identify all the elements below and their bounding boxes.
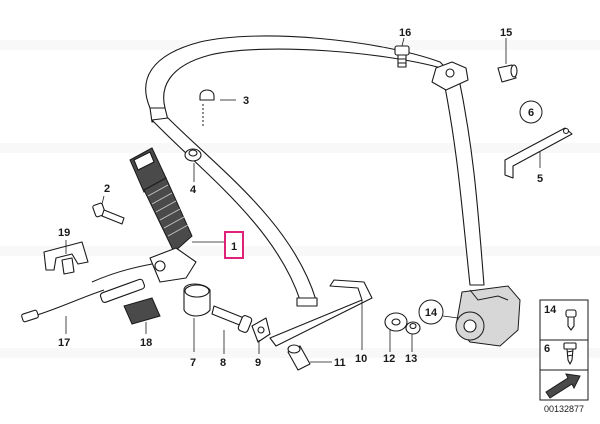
cover-18	[123, 297, 161, 325]
callout-2: 2	[104, 183, 110, 195]
callout-5: 5	[537, 173, 543, 185]
callout-16: 16	[399, 27, 411, 39]
screw-icon	[565, 309, 577, 331]
callout-10: 10	[355, 353, 367, 365]
bolt-2	[92, 202, 125, 225]
circled-callout-6: 6	[519, 100, 543, 124]
spacer-11	[287, 344, 311, 371]
callout-4: 4	[190, 184, 197, 196]
leader-lines	[65, 37, 541, 363]
sleeve-7	[183, 283, 211, 317]
buckle-assembly-1	[91, 147, 197, 303]
wire-harness-17	[21, 289, 105, 323]
callout-3: 3	[243, 95, 249, 107]
washer-12	[384, 312, 408, 332]
legend-label-6: 6	[544, 343, 550, 355]
callout-11: 11	[334, 357, 346, 369]
rail-10	[269, 279, 373, 347]
callout-6: 6	[528, 107, 534, 119]
bolt-16	[394, 45, 410, 68]
callout-13: 13	[405, 353, 417, 365]
cap-3	[199, 89, 215, 128]
retractor-14	[455, 285, 521, 347]
callout-15: 15	[500, 27, 512, 39]
callout-labels: 16 15 3 4 5 2 19 17 18 7 8 9 11 10 12 13	[58, 27, 543, 369]
legend-panel: 14 6	[539, 299, 589, 401]
spacer-15	[497, 64, 518, 83]
highlighted-callout-1: 1	[224, 231, 244, 259]
callout-8: 8	[220, 357, 226, 369]
callout-12: 12	[383, 353, 395, 365]
callout-9: 9	[255, 357, 261, 369]
callout-17: 17	[58, 337, 70, 349]
callout-14: 14	[425, 307, 438, 319]
legend-label-14: 14	[544, 304, 557, 316]
circled-callout-14: 14	[418, 299, 444, 325]
arrow-icon	[545, 373, 581, 399]
nut-13	[405, 321, 421, 335]
drawing-number: 00132877	[544, 404, 584, 414]
nut-4	[184, 148, 202, 162]
bracket-5	[504, 127, 573, 179]
bolt-8	[211, 305, 253, 333]
callout-18: 18	[140, 337, 152, 349]
self-tapping-screw-icon	[563, 342, 577, 365]
callout-7: 7	[190, 357, 196, 369]
callout-1: 1	[231, 241, 237, 253]
washer-9	[251, 317, 271, 343]
clip-19	[43, 241, 89, 275]
upper-anchor-bracket	[431, 61, 469, 91]
callout-19: 19	[58, 227, 70, 239]
